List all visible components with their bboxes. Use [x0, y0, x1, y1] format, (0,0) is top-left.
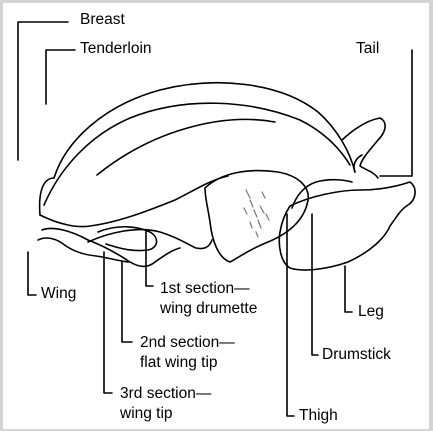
leader-leg	[345, 266, 352, 312]
label-thigh: Thigh	[299, 407, 338, 425]
label-wing: Wing	[41, 285, 76, 303]
label-wing-section-3-line-1: 3rd section—	[120, 384, 211, 404]
label-drumstick: Drumstick	[322, 346, 391, 364]
leader-wing	[28, 252, 36, 295]
leader-section1	[146, 230, 153, 286]
breast-inner-line	[97, 119, 275, 175]
label-wing-section-1: 1st section— wing drumette	[160, 279, 257, 319]
leader-breast	[18, 22, 68, 160]
leader-tail	[380, 50, 412, 176]
label-wing-section-2-line-1: 2nd section—	[140, 333, 235, 353]
label-wing-section-1-line-1: 1st section—	[160, 279, 257, 299]
leader-drumstick	[312, 214, 318, 355]
label-breast: Breast	[80, 11, 125, 29]
breast-outline	[54, 83, 355, 178]
breast-underside	[40, 178, 54, 215]
tail-outline	[342, 118, 385, 178]
leg-joint	[292, 180, 352, 208]
leader-section3	[104, 252, 112, 393]
label-tenderloin: Tenderloin	[80, 40, 152, 58]
drumstick-outline	[279, 182, 415, 270]
body-underside	[40, 176, 228, 227]
leader-thigh	[287, 214, 294, 416]
label-wing-section-1-line-2: wing drumette	[160, 299, 257, 319]
thigh-shading	[244, 190, 269, 237]
label-wing-section-2-line-2: flat wing tip	[140, 353, 235, 373]
label-tail: Tail	[356, 40, 379, 58]
label-wing-section-3: 3rd section— wing tip	[120, 384, 211, 424]
leader-section2	[122, 262, 132, 342]
label-wing-section-2: 2nd section— flat wing tip	[140, 333, 235, 373]
wing-tip	[38, 238, 130, 262]
label-wing-section-3-line-2: wing tip	[120, 404, 211, 424]
label-leg: Leg	[358, 303, 384, 321]
leader-tenderloin	[46, 50, 75, 104]
